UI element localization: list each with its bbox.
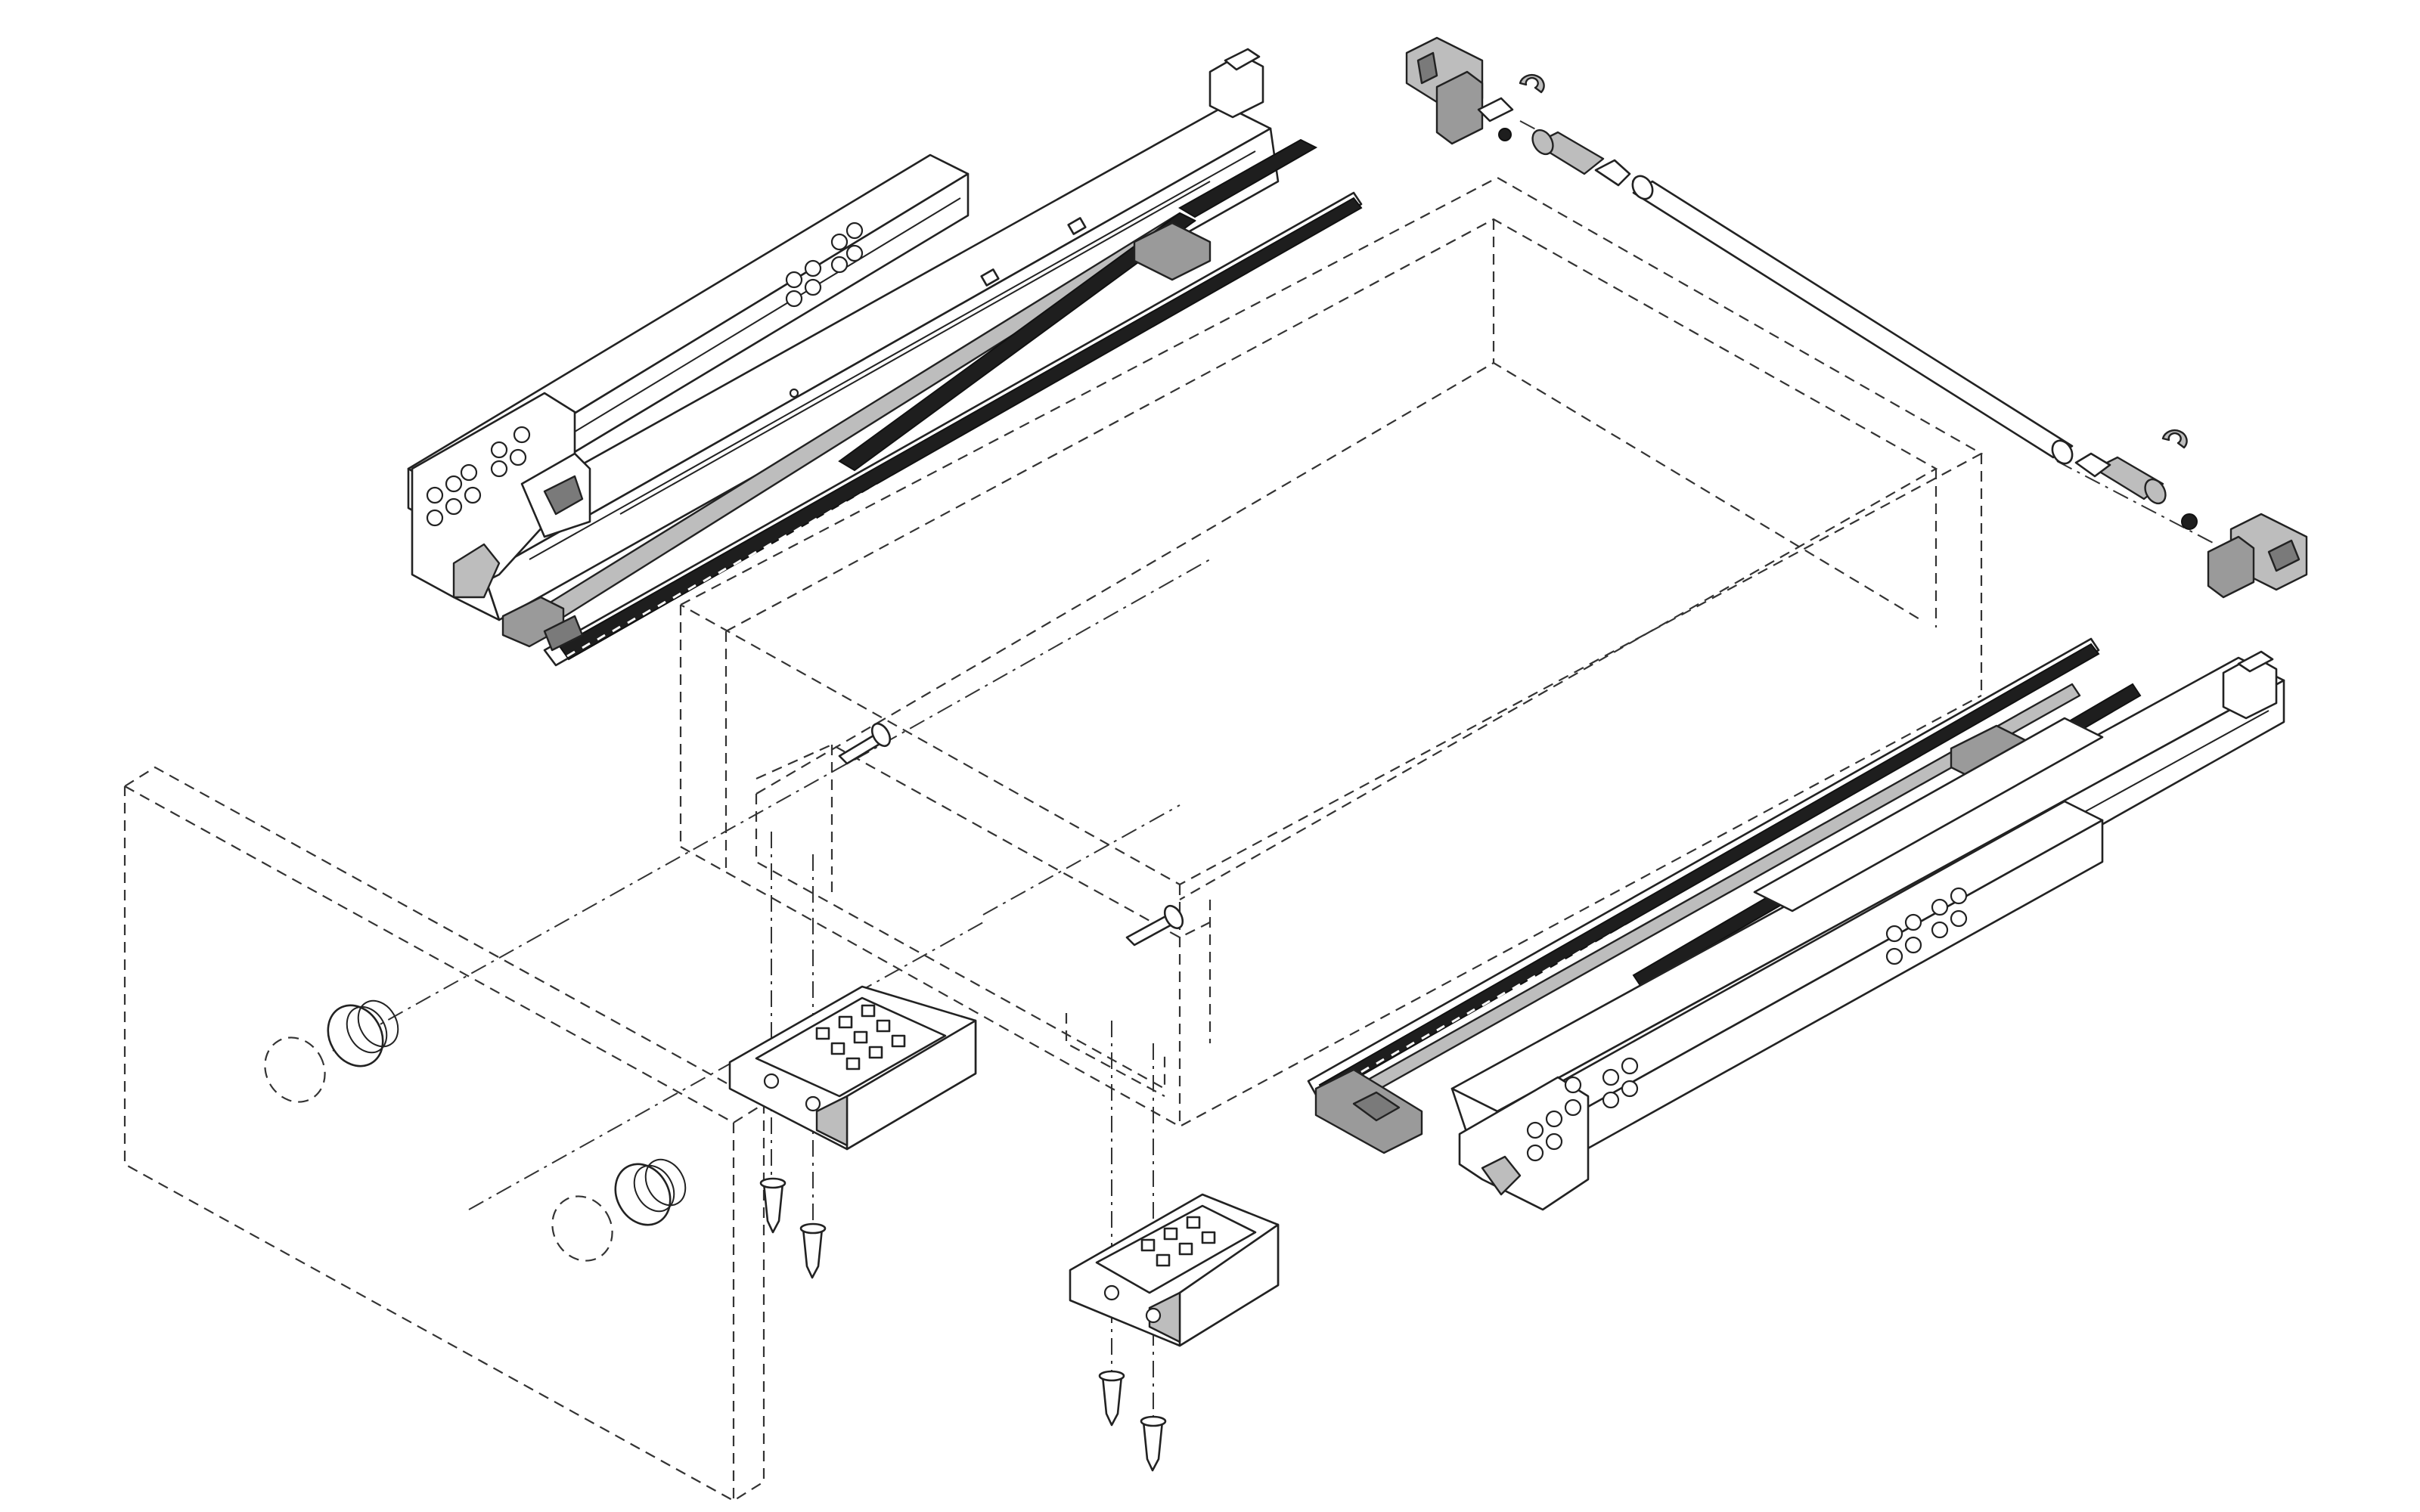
drawer-box-outline — [679, 176, 1984, 1128]
rod-end-bracket-right — [2207, 513, 2308, 599]
locking-device-left — [728, 985, 977, 1151]
left-runner — [407, 48, 1280, 621]
runner-holes-front — [426, 426, 531, 527]
screw-dowel-drawer-left — [838, 722, 892, 765]
right-gear-rack — [1307, 637, 2142, 1154]
runner-holes-rear — [785, 222, 864, 308]
dowel-lower — [551, 1158, 687, 1262]
rod-end-bracket-left — [1405, 36, 1514, 145]
locking-device-grid-left — [815, 1004, 906, 1070]
fixing-screws — [759, 1177, 1167, 1472]
dowel-upper — [264, 999, 399, 1103]
locking-device-grid-right — [1140, 1216, 1216, 1267]
right-runner — [1450, 650, 2285, 1211]
left-gear-rack — [501, 138, 1363, 667]
right-runner-holes — [1526, 887, 1968, 1162]
cabinet-front-panel — [123, 766, 765, 1502]
rack-teeth-left — [566, 226, 1347, 658]
synchronisation-rod — [1498, 73, 2198, 530]
locking-device-right — [1069, 1193, 1280, 1347]
screw-dowel-drawer-right — [1125, 904, 1184, 947]
